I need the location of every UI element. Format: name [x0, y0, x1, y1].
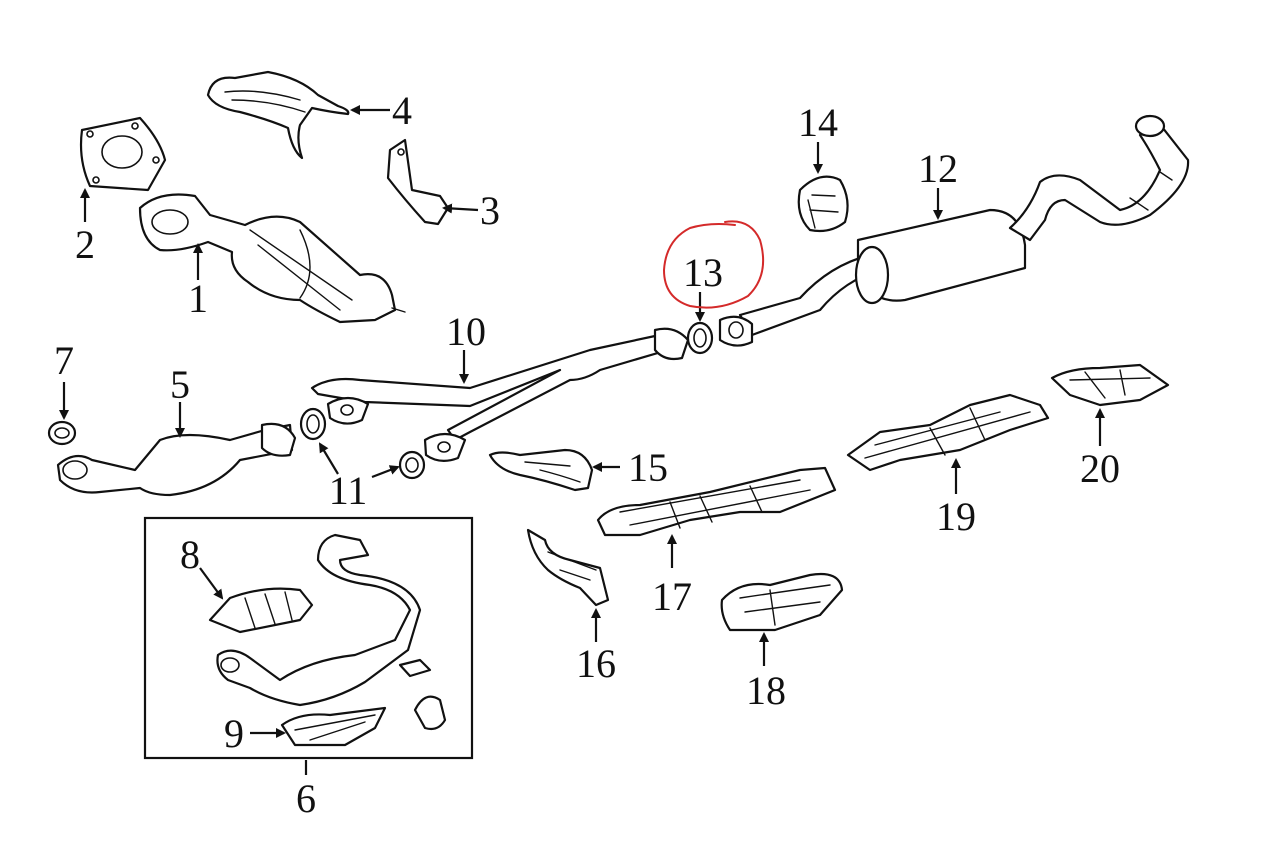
part-4-heat-insulator[interactable]: [206, 70, 350, 160]
part-11-gasket-lower[interactable]: [398, 450, 426, 480]
callout-3: 3: [480, 188, 500, 233]
callout-2: 2: [75, 222, 95, 267]
part-12-muffler[interactable]: [738, 114, 1190, 337]
inset-clamp[interactable]: [413, 695, 447, 731]
part-20-heat-shield[interactable]: [1050, 363, 1170, 407]
callout-10: 10: [446, 309, 486, 354]
callout-labels: 1 2 3 4 5 6 7 8 9 10 11 12 13 14 15 16 1…: [54, 88, 1120, 821]
callout-7: 7: [54, 338, 74, 383]
callout-13: 13: [683, 250, 723, 295]
highlight-circle-13: [662, 220, 764, 309]
part-17-heat-shield[interactable]: [596, 466, 837, 537]
part-11-gasket-upper[interactable]: [299, 407, 327, 441]
part-1-catalytic-converter[interactable]: [138, 193, 406, 324]
part-19-heat-shield[interactable]: [846, 393, 1050, 472]
leader-lines: [59, 105, 1105, 775]
part-9-heat-shield[interactable]: [280, 706, 387, 747]
part-5-catalytic-converter[interactable]: [56, 422, 297, 497]
part-14-hanger[interactable]: [797, 175, 849, 233]
callout-8: 8: [180, 532, 200, 577]
callout-17: 17: [652, 574, 692, 619]
callout-9: 9: [224, 711, 244, 756]
callout-20: 20: [1080, 446, 1120, 491]
callout-19: 19: [936, 494, 976, 539]
callout-11: 11: [329, 468, 368, 513]
callout-6: 6: [296, 776, 316, 821]
part-7-gasket[interactable]: [47, 420, 77, 446]
callout-12: 12: [918, 146, 958, 191]
part-13-gasket[interactable]: [686, 321, 714, 355]
callout-4: 4: [392, 88, 412, 133]
part-6-assembly-pipe[interactable]: [216, 533, 432, 707]
inset-box-part-6: [143, 516, 474, 760]
part-2-gasket[interactable]: [79, 116, 167, 192]
part-3-bracket[interactable]: [386, 138, 450, 226]
part-16-heat-shield[interactable]: [526, 528, 610, 607]
part-15-heat-shield[interactable]: [488, 448, 594, 492]
part-8-catalytic-converter[interactable]: [208, 587, 314, 634]
callout-1: 1: [188, 276, 208, 321]
flange-right: [718, 315, 754, 347]
callout-15: 15: [628, 445, 668, 490]
callout-18: 18: [746, 668, 786, 713]
callout-5: 5: [170, 362, 190, 407]
part-10-intermediate-pipe[interactable]: [310, 327, 690, 462]
callout-14: 14: [798, 100, 838, 145]
callout-16: 16: [576, 641, 616, 686]
part-18-heat-shield[interactable]: [720, 572, 844, 632]
